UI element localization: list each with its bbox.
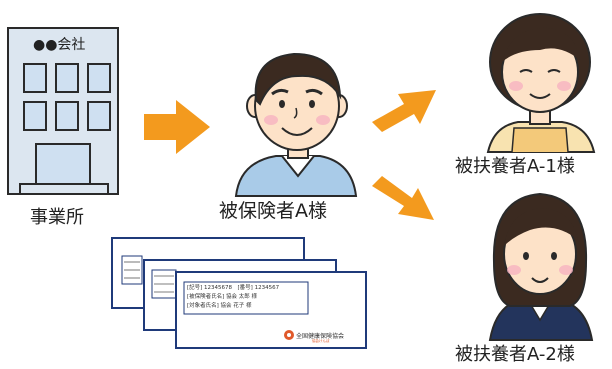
- insurance-card-front: [175, 271, 367, 349]
- dependent-1-label: 被扶養者A-1様: [455, 156, 575, 177]
- card-number-line: [記号] 12345678 [番号] 1234567: [187, 285, 280, 291]
- office-label: 事業所: [30, 207, 84, 228]
- arrow-right-icon: [144, 100, 210, 154]
- card-insured-name-line: [被保険者氏名] 協会 太郎 様: [187, 294, 258, 300]
- card-organization-name: 全国健康保険協会: [296, 333, 345, 340]
- insured-label: 被保険者A様: [219, 200, 327, 222]
- company-name: ●●会社: [33, 37, 86, 53]
- arrow-up-right-icon: [372, 90, 436, 132]
- card-organization-subname: 協会けんぽ: [312, 339, 330, 343]
- insured-person-icon: [234, 52, 358, 197]
- office-building-icon: [7, 27, 119, 195]
- card-target-name-line: [対象者氏名] 協会 花子 様: [187, 303, 252, 309]
- card-back-text-lines: [124, 261, 174, 293]
- dependent-2-label: 被扶養者A-2様: [455, 344, 575, 365]
- arrow-down-right-icon: [372, 176, 434, 220]
- dependent-1-person-icon: [486, 13, 596, 153]
- dependent-2-person-icon: [488, 192, 594, 341]
